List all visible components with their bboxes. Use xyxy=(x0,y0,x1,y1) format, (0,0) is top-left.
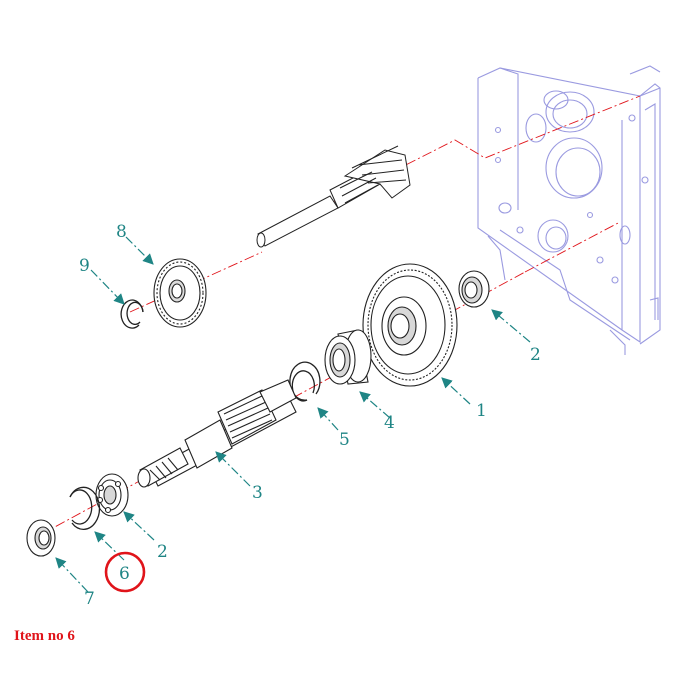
callout-labels: 1 2 2 3 4 5 6 7 8 9 xyxy=(79,222,541,609)
gearbox-housing xyxy=(477,65,661,355)
circlip-6 xyxy=(69,486,101,530)
callout-leaders xyxy=(55,236,531,593)
callout-1: 1 xyxy=(476,401,487,421)
highlight-circle-item-6 xyxy=(104,551,146,593)
bearing-2-lower xyxy=(95,473,129,517)
callout-9: 9 xyxy=(79,256,90,276)
callout-2-lower: 2 xyxy=(157,542,168,562)
callout-7: 7 xyxy=(84,589,95,609)
centerlines xyxy=(39,95,641,536)
callout-4: 4 xyxy=(384,413,395,433)
callout-3: 3 xyxy=(252,483,263,503)
circlip-9 xyxy=(120,299,144,329)
callout-2-upper: 2 xyxy=(530,345,541,365)
gear-8 xyxy=(153,258,207,328)
callout-5: 5 xyxy=(339,430,350,450)
shaft-3 xyxy=(137,379,297,488)
callout-8: 8 xyxy=(116,222,127,242)
pinion-shaft xyxy=(256,145,411,248)
bearing-2-upper xyxy=(458,270,490,308)
item-caption: Item no 6 xyxy=(14,628,75,644)
washer-7 xyxy=(26,519,56,557)
sleeve-4 xyxy=(324,329,372,385)
callout-6: 6 xyxy=(119,564,130,584)
gear-1 xyxy=(362,263,458,387)
